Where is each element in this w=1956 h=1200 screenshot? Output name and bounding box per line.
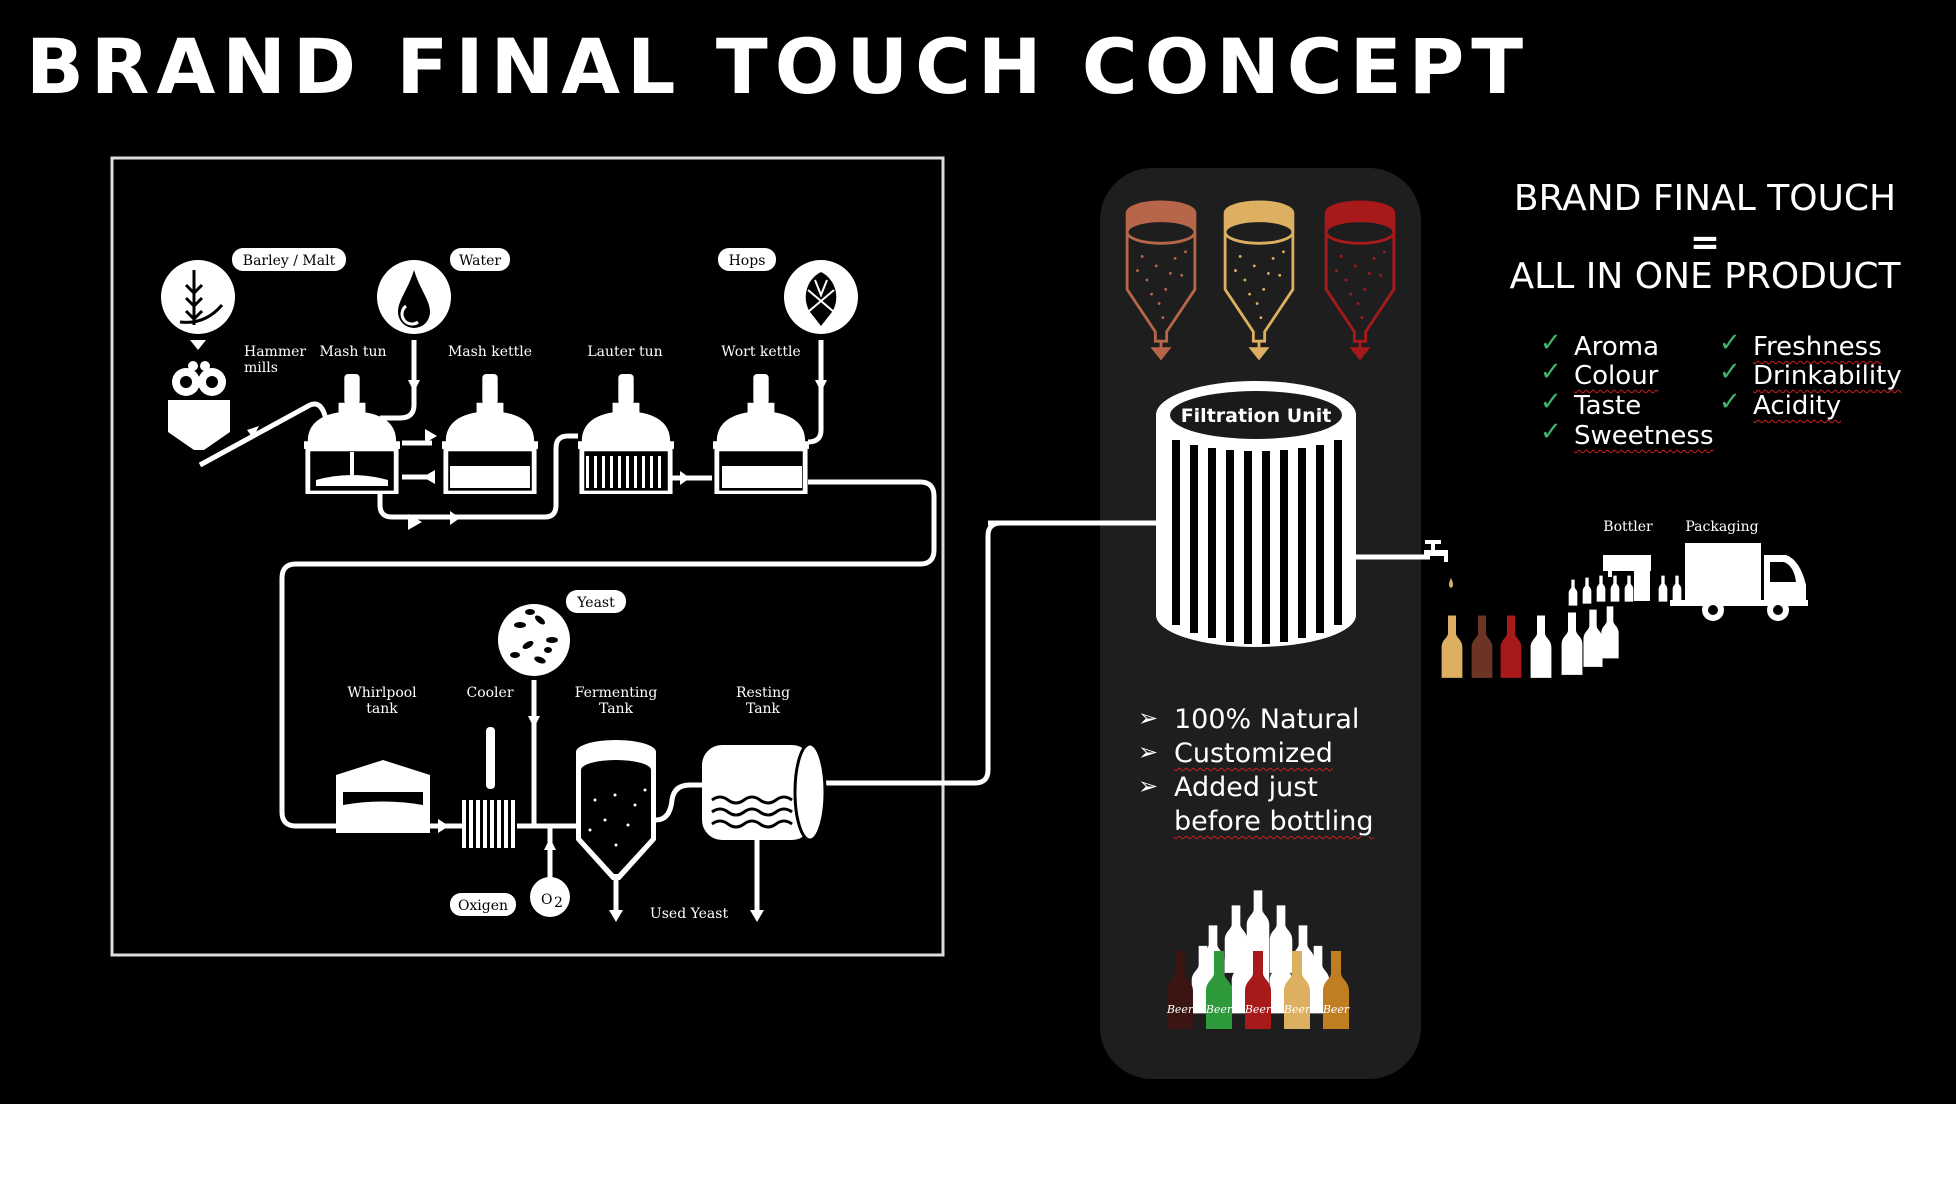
bullet-item: ➢100% Natural — [1138, 704, 1360, 735]
hops-tag: Hops — [718, 248, 776, 271]
check-icon: ✓ — [1719, 328, 1741, 358]
arrow-bullet-icon: ➢ — [1138, 704, 1159, 732]
check-icon: ✓ — [1719, 357, 1741, 387]
water-tag: Water — [450, 248, 510, 271]
label-cooler: Cooler — [466, 685, 513, 701]
label-mash-tun: Mash tun — [320, 344, 387, 360]
bottle-label: Beer — [1244, 1003, 1272, 1016]
label-hammer-mills: Hammer — [244, 344, 306, 360]
delivery-truck-icon — [1670, 543, 1808, 621]
vessel-contents — [316, 452, 802, 488]
svg-text:O: O — [541, 892, 552, 908]
bottler-machine-icon — [1603, 555, 1651, 601]
label-mash-kettle: Mash kettle — [448, 344, 532, 360]
stage-labels: Hammer mills Mash tun Mash kettle Lauter… — [244, 344, 801, 922]
svg-text:Yeast: Yeast — [576, 595, 615, 611]
summary-heading-2: ALL IN ONE PRODUCT — [1509, 256, 1901, 297]
summary-heading-1: BRAND FINAL TOUCH — [1513, 178, 1897, 219]
check-item: ✓Taste — [1540, 387, 1642, 421]
arrow-bullet-icon: ➢ — [1138, 738, 1159, 766]
slide: BRAND FINAL TOUCH CONCEPT — [0, 0, 1956, 1104]
yeast-tag: Yeast — [566, 590, 626, 613]
check-item: ✓Freshness — [1719, 328, 1882, 362]
bullet-item-continued: before bottling — [1174, 806, 1374, 837]
svg-text:Water: Water — [459, 253, 501, 269]
svg-text:2: 2 — [554, 895, 563, 911]
packaging-label: Packaging — [1685, 519, 1758, 535]
barley-malt-tag: Barley / Malt — [232, 248, 346, 271]
check-icon: ✓ — [1540, 387, 1562, 417]
bottle-label: Beer — [1166, 1003, 1194, 1016]
resting-tank — [702, 742, 827, 842]
check-item: ✓Acidity — [1719, 387, 1842, 421]
colored-beer-bottles: Beer Beer Beer Beer Beer — [1166, 951, 1350, 1029]
whirlpool-tank — [336, 760, 430, 833]
label-wort-kettle: Wort kettle — [721, 344, 800, 360]
label-lauter-tun: Lauter tun — [587, 344, 662, 360]
funnel-arrow-icon — [190, 340, 206, 350]
svg-text:Oxigen: Oxigen — [458, 898, 508, 914]
label-fermenting: Fermenting — [575, 685, 658, 701]
check-icon: ✓ — [1719, 387, 1741, 417]
oxygen-tag: Oxigen — [450, 893, 516, 916]
check-icon: ✓ — [1540, 357, 1562, 387]
check-item: ✓Drinkability — [1719, 357, 1902, 391]
bottle-label: Beer — [1322, 1003, 1350, 1016]
tap-icon — [1424, 540, 1453, 588]
svg-text:Hops: Hops — [729, 253, 766, 269]
flow-arrows — [247, 380, 827, 922]
page-title: BRAND FINAL TOUCH CONCEPT — [26, 22, 1531, 111]
label-hammer-mills-2: mills — [244, 360, 278, 376]
check-icon: ✓ — [1540, 328, 1562, 358]
label-resting: Resting — [736, 685, 790, 701]
fermenting-tank — [576, 740, 656, 880]
svg-text:Barley / Malt: Barley / Malt — [243, 253, 336, 269]
hammer-mill-icon — [168, 361, 230, 450]
check-icon: ✓ — [1540, 417, 1562, 447]
label-whirlpool-2: tank — [366, 701, 398, 717]
bottler-label: Bottler — [1603, 519, 1653, 535]
bullet-item: ➢Customized — [1138, 738, 1333, 769]
check-item: ✓Colour — [1540, 357, 1659, 391]
summary-equals: = — [1689, 222, 1721, 263]
hops-icon — [784, 260, 858, 334]
label-fermenting-2: Tank — [599, 701, 634, 717]
cooler — [462, 727, 515, 848]
bottle-label: Beer — [1283, 1003, 1311, 1016]
label-resting-2: Tank — [746, 701, 781, 717]
filtration-unit-icon: Filtration Unit — [1156, 381, 1356, 647]
yeast-icon — [498, 604, 570, 676]
water-drop-icon — [377, 260, 451, 334]
barley-icon — [161, 260, 235, 334]
check-item: ✓Aroma — [1540, 328, 1660, 362]
label-whirlpool: Whirlpool — [347, 685, 417, 701]
bottle-label: Beer — [1205, 1003, 1233, 1016]
check-item: ✓Sweetness — [1540, 417, 1714, 451]
bullet-item: ➢Added just — [1138, 772, 1318, 803]
arrow-bullet-icon: ➢ — [1138, 772, 1159, 800]
label-used-yeast: Used Yeast — [650, 906, 729, 922]
process-frame — [110, 156, 945, 957]
filtration-unit-label: Filtration Unit — [1181, 405, 1332, 427]
